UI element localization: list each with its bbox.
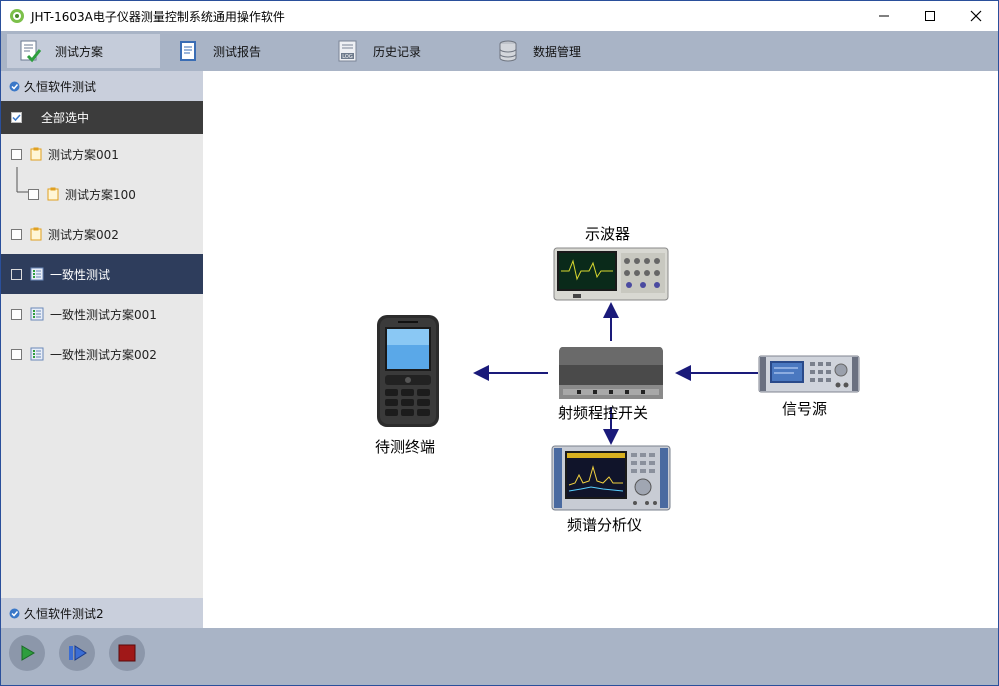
spectrum-analyzer-label: 频谱分析仪 bbox=[567, 516, 643, 534]
tree-item[interactable]: 一致性测试方案002 bbox=[1, 334, 203, 374]
group-label: 久恒软件测试 bbox=[24, 79, 97, 94]
shield-icon bbox=[9, 81, 20, 91]
minimize-button[interactable] bbox=[861, 1, 907, 31]
shield-icon bbox=[9, 608, 20, 618]
rf-switch-label: 射频程控开关 bbox=[558, 404, 649, 422]
tree-item-label: 测试方案002 bbox=[48, 227, 119, 242]
stop-button[interactable] bbox=[109, 635, 145, 671]
step-forward-icon bbox=[69, 645, 87, 661]
tree-item-checkbox[interactable] bbox=[11, 228, 22, 240]
tree-item-checkbox[interactable] bbox=[11, 268, 22, 280]
tree-item[interactable]: 测试方案002 bbox=[1, 214, 203, 254]
tab-label: 历史记录 bbox=[373, 44, 422, 59]
tree-item-checkbox[interactable] bbox=[28, 188, 39, 200]
signal-source-label: 信号源 bbox=[782, 400, 828, 418]
test-plan-icon bbox=[17, 38, 43, 64]
tab-label: 测试方案 bbox=[55, 44, 104, 59]
sidebar: 久恒软件测试 全部选中 测试方案001 测试方案 bbox=[1, 71, 203, 628]
diagram-canvas: 示波器 射频程控开关 bbox=[203, 71, 998, 628]
window-title: JHT-1603A电子仪器测量控制系统通用操作软件 bbox=[31, 10, 285, 24]
tree-item-checkbox[interactable] bbox=[11, 148, 22, 160]
step-button[interactable] bbox=[59, 635, 95, 671]
group-header-2[interactable]: 久恒软件测试2 bbox=[1, 598, 203, 628]
tab-test-plan[interactable]: 测试方案 bbox=[7, 34, 160, 68]
tree-item-label: 测试方案100 bbox=[65, 187, 136, 202]
group-label: 久恒软件测试2 bbox=[24, 606, 104, 621]
signal-source-device[interactable] bbox=[758, 354, 860, 394]
database-icon bbox=[495, 38, 521, 64]
minimize-icon bbox=[879, 15, 889, 17]
tree-item-checkbox[interactable] bbox=[11, 348, 22, 360]
clipboard-icon bbox=[30, 147, 42, 161]
play-icon bbox=[21, 645, 35, 661]
oscilloscope-label: 示波器 bbox=[585, 225, 631, 243]
close-icon bbox=[970, 10, 982, 22]
tab-label: 测试报告 bbox=[213, 44, 262, 59]
tab-history[interactable]: LOG 历史记录 bbox=[335, 34, 475, 68]
spectrum-analyzer-device[interactable] bbox=[551, 445, 671, 513]
connection-arrows bbox=[473, 302, 758, 445]
menu-bar: 测试方案 测试报告 LOG bbox=[1, 31, 998, 71]
tree-item-label: 一致性测试 bbox=[50, 267, 111, 282]
log-icon: LOG bbox=[335, 38, 361, 64]
oscilloscope-device[interactable] bbox=[553, 247, 669, 303]
svg-text:LOG: LOG bbox=[342, 54, 353, 60]
tab-data-management[interactable]: 数据管理 bbox=[495, 34, 635, 68]
tree-item[interactable]: 测试方案100 bbox=[1, 174, 203, 214]
tree-item[interactable]: 测试方案001 bbox=[1, 134, 203, 174]
tab-label: 数据管理 bbox=[533, 44, 582, 59]
tree-connector bbox=[16, 167, 29, 193]
tree-item-label: 一致性测试方案001 bbox=[50, 307, 157, 322]
report-icon bbox=[175, 38, 201, 64]
checklist-icon bbox=[30, 267, 44, 281]
select-all-row[interactable]: 全部选中 bbox=[1, 101, 203, 134]
terminal-label: 待测终端 bbox=[375, 438, 436, 456]
tree-item[interactable]: 一致性测试方案001 bbox=[1, 294, 203, 334]
stop-icon bbox=[118, 644, 136, 662]
run-button[interactable] bbox=[9, 635, 45, 671]
control-bar bbox=[1, 628, 998, 685]
clipboard-icon bbox=[47, 187, 59, 201]
title-bar: JHT-1603A电子仪器测量控制系统通用操作软件 bbox=[1, 1, 998, 31]
select-all-label: 全部选中 bbox=[41, 111, 90, 125]
checklist-icon bbox=[30, 307, 44, 321]
rf-switch-device[interactable] bbox=[557, 345, 665, 401]
maximize-icon bbox=[925, 11, 935, 21]
select-all-checkbox[interactable] bbox=[11, 112, 22, 123]
close-button[interactable] bbox=[953, 1, 998, 31]
tab-test-report[interactable]: 测试报告 bbox=[175, 34, 315, 68]
tree-item-checkbox[interactable] bbox=[11, 308, 22, 320]
app-logo-icon bbox=[10, 9, 24, 23]
terminal-device[interactable] bbox=[374, 313, 442, 429]
tree-item-label: 测试方案001 bbox=[48, 147, 119, 162]
maximize-button[interactable] bbox=[907, 1, 953, 31]
tree-item-label: 一致性测试方案002 bbox=[50, 347, 157, 362]
checklist-icon bbox=[30, 347, 44, 361]
group-header-1[interactable]: 久恒软件测试 bbox=[1, 71, 203, 101]
tree-item[interactable]: 一致性测试 bbox=[1, 254, 203, 294]
clipboard-icon bbox=[30, 227, 42, 241]
